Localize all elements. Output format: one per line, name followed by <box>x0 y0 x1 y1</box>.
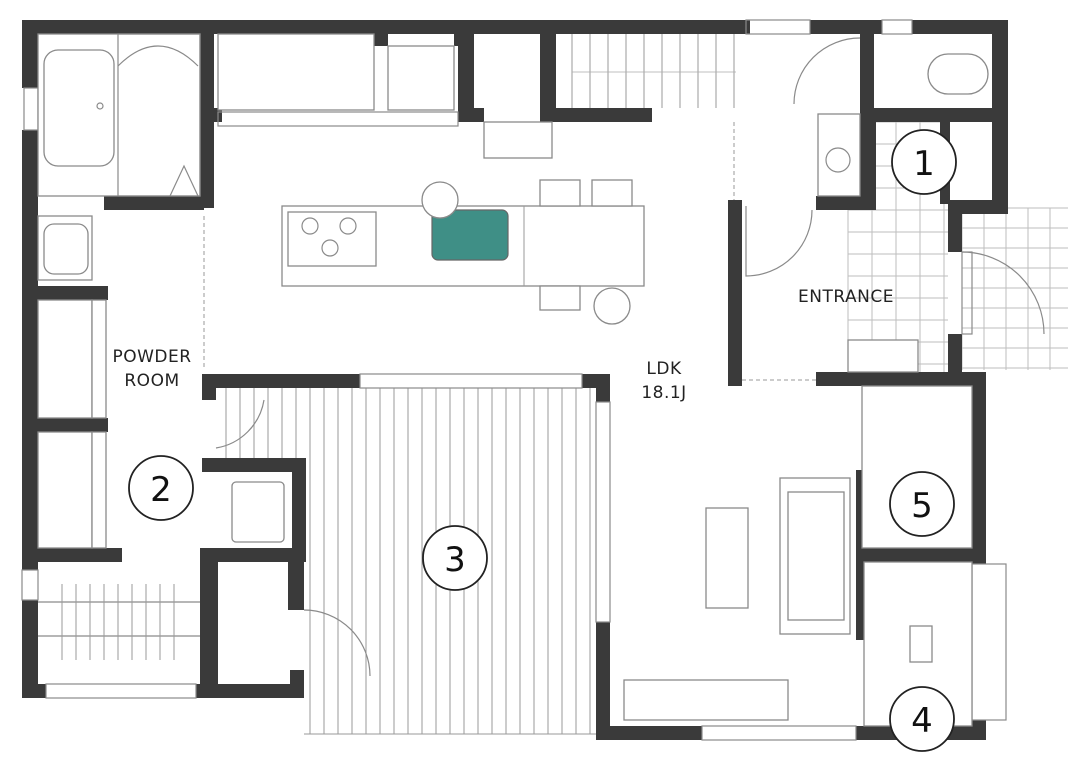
room-marker-3-text: 3 <box>444 540 466 580</box>
room-marker-1: 1 <box>891 129 957 195</box>
powder-room-label-line1: POWDER <box>112 347 191 367</box>
ldk-label-line2: 18.1J <box>641 383 686 403</box>
room-marker-4: 4 <box>889 686 955 752</box>
kitchen-sink <box>431 209 509 261</box>
room-marker-4-text: 4 <box>911 701 933 741</box>
room-marker-1-text: 1 <box>913 144 935 184</box>
powder-room <box>37 215 285 549</box>
walls <box>22 20 1008 740</box>
living-furniture <box>303 385 973 727</box>
room-marker-3: 3 <box>422 525 488 591</box>
room-marker-5: 5 <box>889 471 955 537</box>
entrance-label: ENTRANCE <box>798 287 894 307</box>
entrance-door <box>733 122 1045 381</box>
room-marker-5-text: 5 <box>911 486 933 526</box>
ldk-label-line1: LDK <box>646 359 682 379</box>
powder-room-label-line2: ROOM <box>124 371 179 391</box>
room-marker-2-text: 2 <box>150 470 172 510</box>
room-marker-2: 2 <box>128 455 194 521</box>
bathroom <box>37 33 201 197</box>
stairs <box>571 34 736 108</box>
toilet <box>793 37 989 197</box>
kitchen <box>217 33 645 325</box>
